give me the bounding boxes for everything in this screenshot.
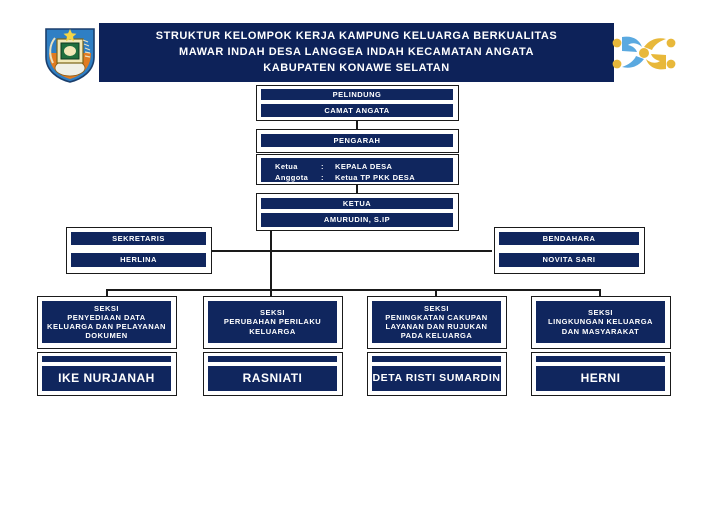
pengarah-title-bar: PENGARAH	[261, 134, 453, 147]
pelindung-holder-bar: CAMAT ANGATA	[261, 104, 453, 117]
seksi-4-holder-node: HERNI	[531, 352, 671, 396]
seksi-3-node: SEKSI PENINGKATAN CAKUPAN LAYANAN DAN RU…	[367, 296, 507, 349]
konawe-selatan-regency-crest-icon	[42, 23, 98, 83]
connector-seksi-bus	[106, 289, 600, 291]
connector-seksi-drop-4	[599, 289, 601, 297]
connector-seksi-drop-1	[106, 289, 108, 297]
pengarah-member-row: Ketua : KEPALA DESA	[275, 162, 453, 173]
seksi-4-holder: HERNI	[580, 371, 621, 386]
connector-seksi-drop-2	[270, 289, 272, 297]
title-line-1: STRUKTUR KELOMPOK KERJA KAMPUNG KELUARGA…	[155, 30, 558, 42]
seksi-2-holder-node: RASNIATI	[203, 352, 343, 396]
sekretaris-title-bar: SEKRETARIS	[71, 232, 206, 245]
seksi-2-label-bar: SEKSI PERUBAHAN PERILAKU KELUARGA	[208, 301, 337, 343]
connector-seksi-drop-3	[435, 289, 437, 297]
bangga-kencana-logo-icon	[608, 27, 680, 79]
connector-to-sekretaris	[207, 250, 271, 252]
pengarah-title: PENGARAH	[333, 135, 381, 145]
seksi-4-accent-strip	[536, 356, 665, 362]
bendahara-holder-bar: NOVITA SARI	[499, 253, 639, 267]
seksi-4-label-bar: SEKSI LINGKUNGAN KELUARGA DAN MASYARAKAT	[536, 301, 665, 343]
connector-pengarah-ketua	[356, 185, 358, 194]
pengarah-sep-0: :	[321, 162, 324, 171]
seksi-1-label: SEKSI PENYEDIAAN DATA KELUARGA DAN PELAY…	[47, 303, 166, 341]
seksi-2-accent-strip	[208, 356, 337, 362]
seksi-3-label: SEKSI PENINGKATAN CAKUPAN LAYANAN DAN RU…	[385, 303, 488, 341]
pengarah-role-0: Ketua	[275, 162, 298, 171]
seksi-2-node: SEKSI PERUBAHAN PERILAKU KELUARGA	[203, 296, 343, 349]
pengarah-node: PENGARAH	[256, 129, 459, 153]
chart-title-banner: STRUKTUR KELOMPOK KERJA KAMPUNG KELUARGA…	[99, 23, 614, 82]
seksi-1-holder: IKE NURJANAH	[58, 371, 155, 386]
seksi-1-node: SEKSI PENYEDIAAN DATA KELUARGA DAN PELAY…	[37, 296, 177, 349]
seksi-4-label: SEKSI LINGKUNGAN KELUARGA DAN MASYARAKAT	[548, 308, 653, 336]
pengarah-name-0: KEPALA DESA	[335, 162, 393, 171]
ketua-holder: AMURUDIN, S.IP	[323, 215, 391, 225]
seksi-4-holder-bar: HERNI	[536, 366, 665, 391]
pelindung-holder: CAMAT ANGATA	[324, 105, 390, 115]
bendahara-node: BENDAHARA NOVITA SARI	[494, 227, 645, 274]
pelindung-node: PELINDUNG CAMAT ANGATA	[256, 85, 459, 121]
sekretaris-title: SEKRETARIS	[112, 233, 165, 243]
connector-pelindung-pengarah	[356, 121, 358, 129]
seksi-1-accent-strip	[42, 356, 171, 362]
seksi-3-accent-strip	[372, 356, 501, 362]
sekretaris-holder: HERLINA	[120, 255, 157, 265]
ketua-holder-bar: AMURUDIN, S.IP	[261, 213, 453, 227]
pengarah-sep-1: :	[321, 172, 324, 182]
pelindung-title-bar: PELINDUNG	[261, 89, 453, 100]
seksi-3-holder-node: DETA RISTI SUMARDIN	[367, 352, 507, 396]
connector-to-bendahara	[270, 250, 492, 252]
pengarah-member-row: Anggota : Ketua TP PKK DESA	[275, 173, 453, 184]
seksi-3-holder-bar: DETA RISTI SUMARDIN	[372, 366, 501, 391]
bendahara-title-bar: BENDAHARA	[499, 232, 639, 245]
ketua-title-bar: KETUA	[261, 198, 453, 209]
seksi-1-holder-node: IKE NURJANAH	[37, 352, 177, 396]
connector-ketua-spine	[270, 231, 272, 290]
pengarah-role-1: Anggota	[275, 172, 309, 182]
seksi-4-node: SEKSI LINGKUNGAN KELUARGA DAN MASYARAKAT	[531, 296, 671, 349]
pengarah-members-panel: Ketua : KEPALA DESA Anggota : Ketua TP P…	[261, 158, 453, 182]
seksi-3-label-bar: SEKSI PENINGKATAN CAKUPAN LAYANAN DAN RU…	[372, 301, 501, 343]
seksi-2-holder-bar: RASNIATI	[208, 366, 337, 391]
pelindung-title: PELINDUNG	[332, 89, 382, 99]
seksi-1-label-bar: SEKSI PENYEDIAAN DATA KELUARGA DAN PELAY…	[42, 301, 171, 343]
sekretaris-node: SEKRETARIS HERLINA	[66, 227, 212, 274]
title-line-3: KABUPATEN KONAWE SELATAN	[263, 62, 450, 74]
bendahara-title: BENDAHARA	[542, 233, 596, 243]
seksi-3-holder: DETA RISTI SUMARDIN	[372, 372, 501, 385]
seksi-2-label: SEKSI PERUBAHAN PERILAKU KELUARGA	[223, 308, 322, 336]
pengarah-name-1: Ketua TP PKK DESA	[335, 172, 416, 182]
title-line-2: MAWAR INDAH DESA LANGGEA INDAH KECAMATAN…	[178, 46, 535, 58]
ketua-title: KETUA	[342, 198, 372, 208]
seksi-2-holder: RASNIATI	[242, 371, 303, 386]
sekretaris-holder-bar: HERLINA	[71, 253, 206, 267]
seksi-1-holder-bar: IKE NURJANAH	[42, 366, 171, 391]
pengarah-members-node: Ketua : KEPALA DESA Anggota : Ketua TP P…	[256, 154, 459, 185]
ketua-node: KETUA AMURUDIN, S.IP	[256, 193, 459, 231]
bendahara-holder: NOVITA SARI	[542, 255, 596, 265]
